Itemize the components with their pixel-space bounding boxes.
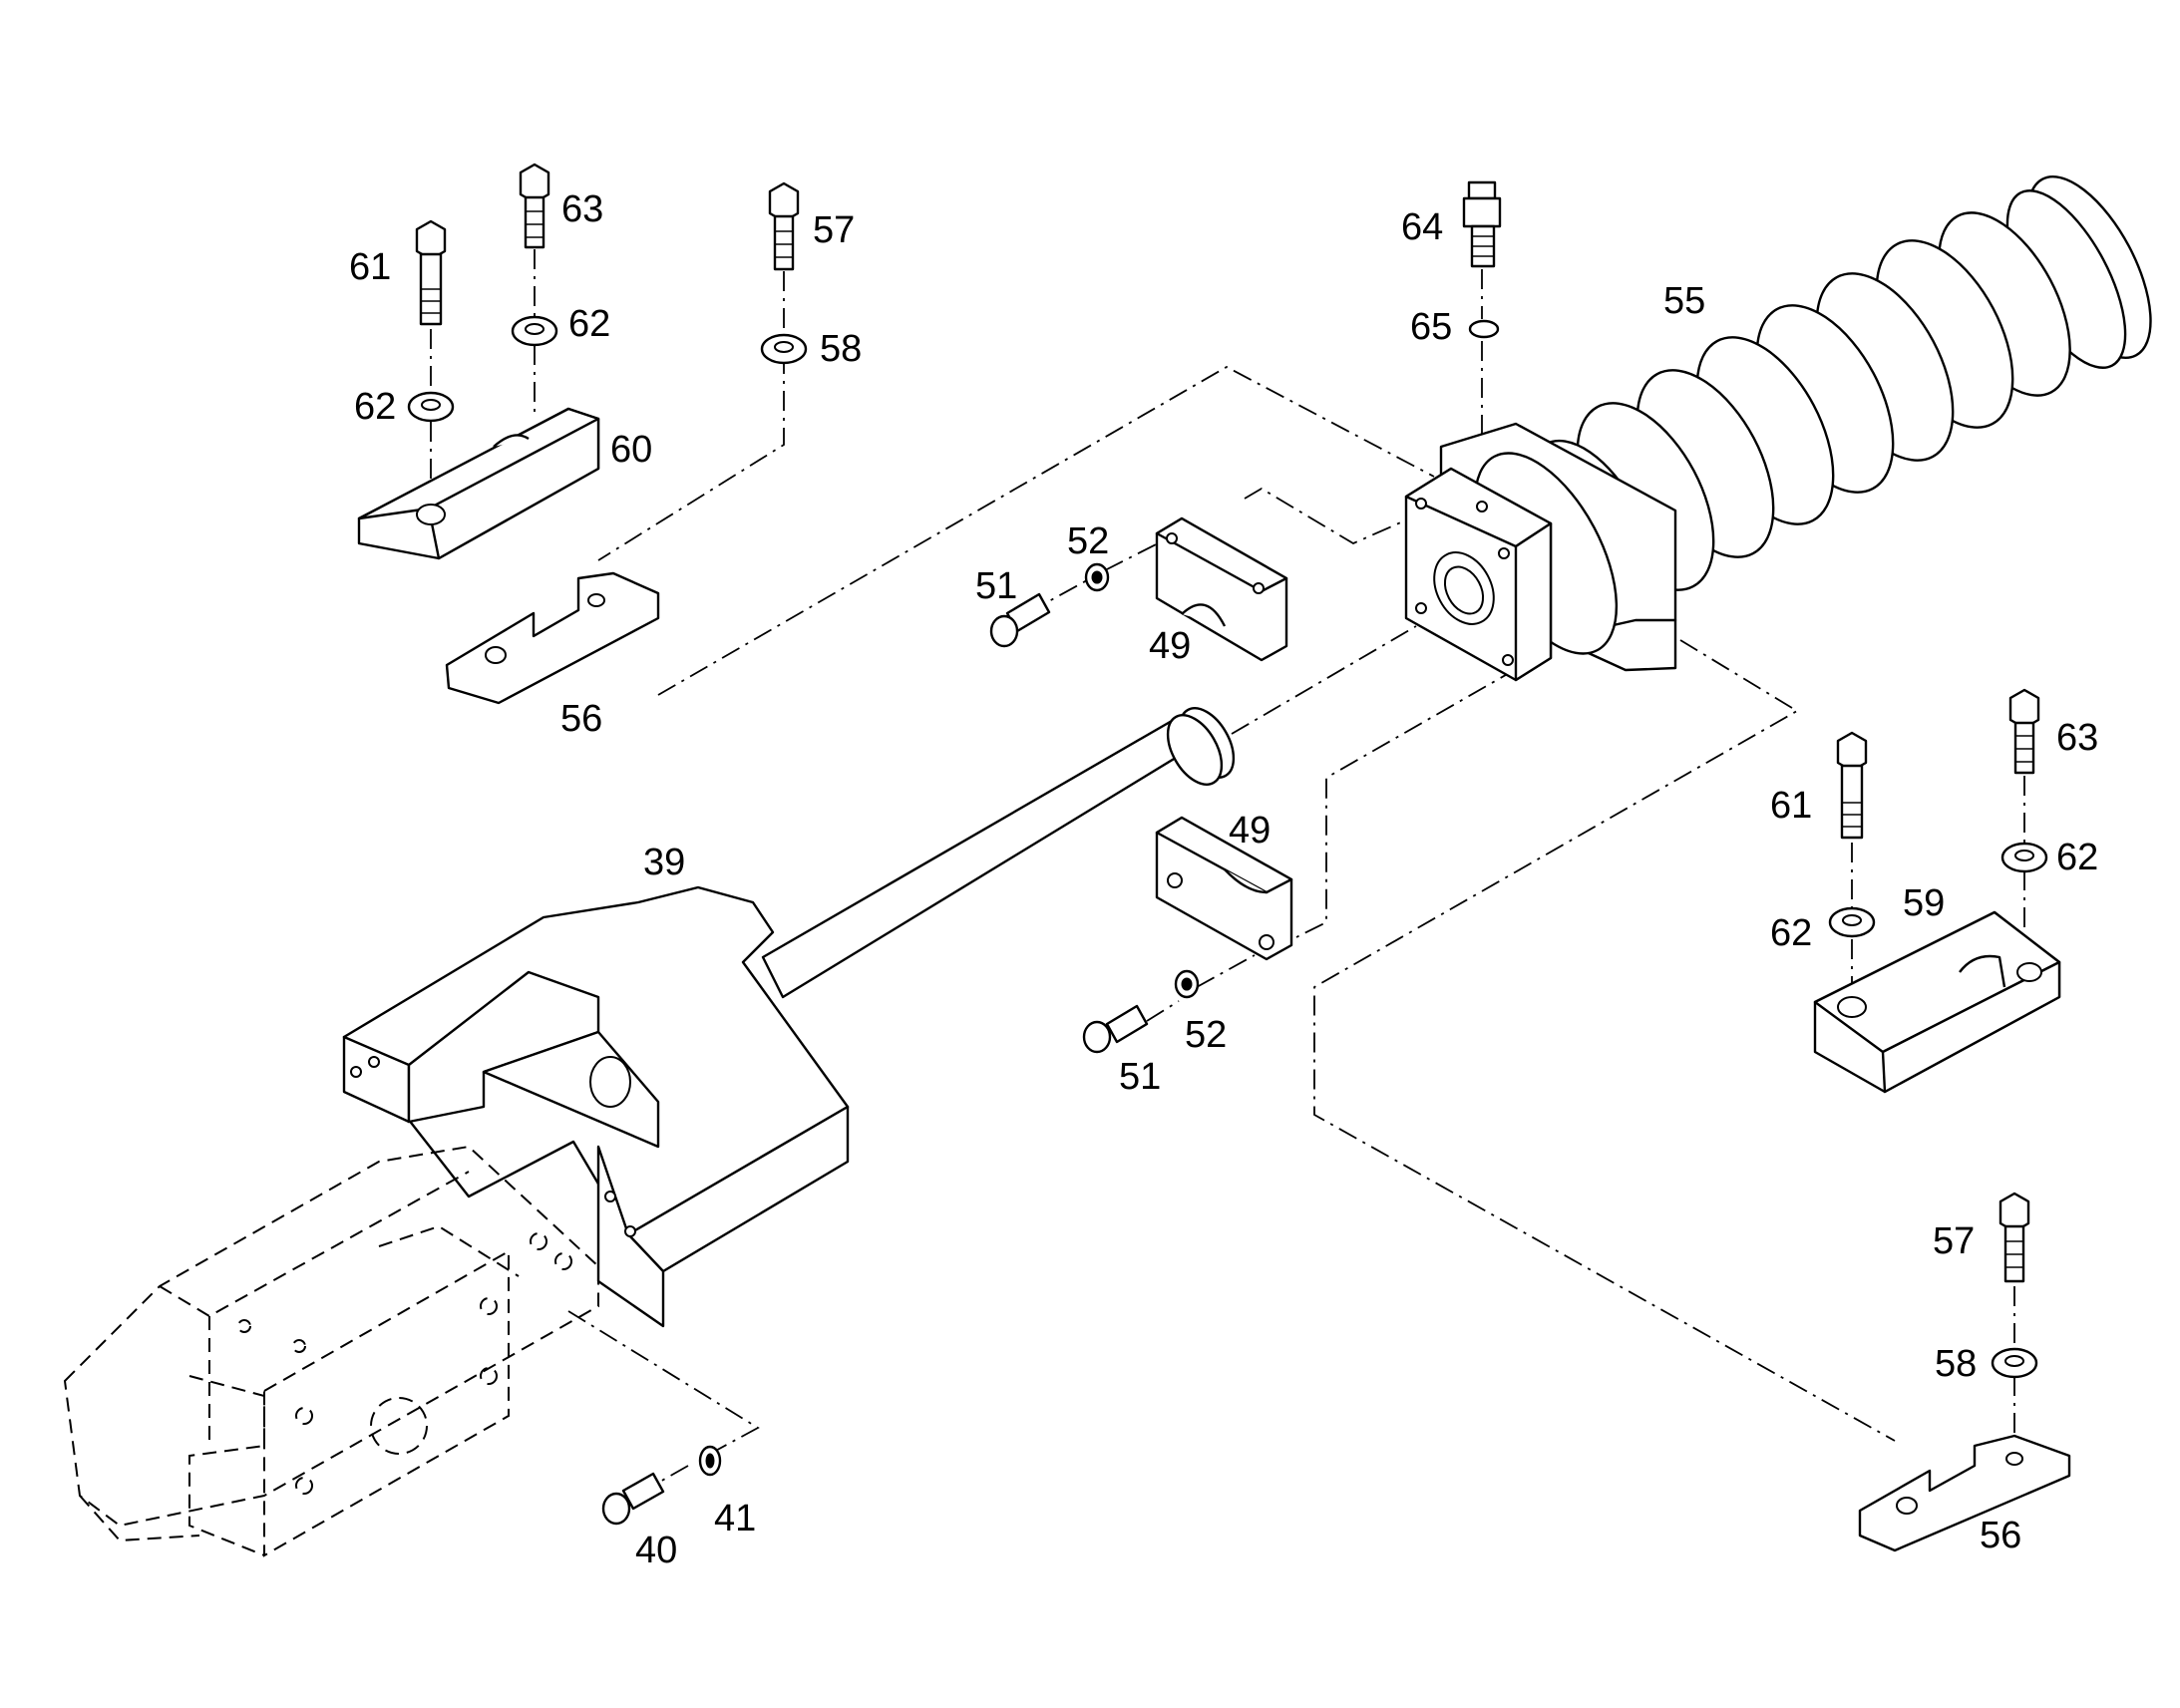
flange-housing (1404, 422, 1677, 682)
label-63-left: 63 (561, 188, 603, 230)
label-52-lower: 52 (1185, 1014, 1227, 1056)
label-59: 59 (1903, 882, 1945, 924)
label-58-left: 58 (820, 328, 862, 370)
label-57-right: 57 (1933, 1220, 1975, 1262)
label-62-right-lower: 62 (1770, 912, 1812, 954)
part-number-labels: 61 63 57 62 62 58 60 56 64 65 55 52 51 4… (349, 188, 2098, 1571)
label-39: 39 (643, 842, 685, 883)
label-58-right: 58 (1935, 1343, 1977, 1385)
label-49-lower: 49 (1229, 810, 1271, 852)
plate-56-right (1858, 1434, 2071, 1552)
bolt-63-left (519, 163, 550, 249)
bolt-61-left (415, 219, 447, 326)
bolt-57-left (768, 181, 800, 271)
screw-51-lower (1082, 969, 1200, 1054)
label-57-left: 57 (813, 209, 855, 251)
block-60 (357, 407, 600, 560)
clamp-half-upper (1155, 516, 1288, 662)
label-62-right-upper: 62 (2056, 837, 2098, 878)
bolt-61-right (1836, 731, 1868, 840)
clamp-half-lower (1155, 816, 1293, 961)
label-52-upper: 52 (1067, 520, 1109, 562)
bolt-63-right (2008, 688, 2040, 775)
label-51-upper: 51 (975, 565, 1017, 607)
label-61-right: 61 (1770, 785, 1812, 827)
label-49-upper: 49 (1149, 625, 1191, 667)
washers-right (1828, 842, 2048, 1379)
label-63-right: 63 (2056, 717, 2098, 759)
label-56-left: 56 (560, 698, 602, 740)
bellows-boot (1526, 175, 2152, 618)
main-housing (342, 885, 850, 1328)
label-40: 40 (635, 1530, 677, 1571)
label-51-lower: 51 (1119, 1056, 1161, 1098)
label-55: 55 (1663, 280, 1705, 322)
label-41: 41 (714, 1498, 756, 1539)
piston-rod (761, 707, 1236, 999)
plate-56-left (445, 571, 660, 705)
label-56-right: 56 (1980, 1515, 2021, 1556)
block-59 (1813, 910, 2061, 1094)
screw-40-washer-41 (601, 1445, 722, 1526)
bolt-57-right (1998, 1192, 2030, 1283)
label-61-left: 61 (349, 246, 391, 288)
grease-nipple (1462, 180, 1502, 339)
label-64: 64 (1401, 206, 1443, 248)
label-65: 65 (1410, 306, 1452, 348)
washers-left (407, 315, 808, 423)
screw-51-upper (989, 562, 1110, 648)
leader-lines (430, 249, 2025, 1484)
label-60: 60 (610, 429, 652, 471)
label-62-left-upper: 62 (568, 303, 610, 345)
dashed-carrier (63, 1145, 599, 1557)
label-62-left-lower: 62 (354, 386, 396, 428)
